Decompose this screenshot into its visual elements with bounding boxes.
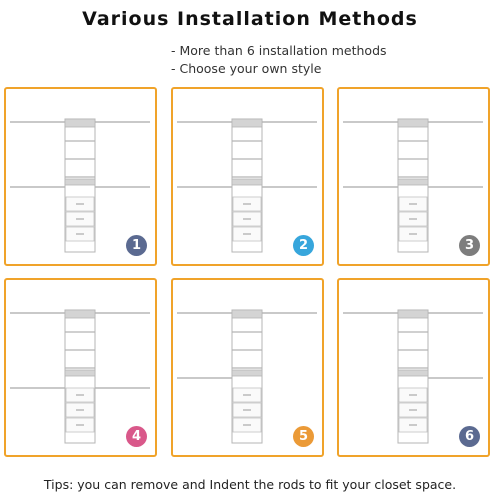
middle-shelf (64, 369, 96, 377)
closet-illustration (343, 118, 483, 253)
middle-shelf (64, 178, 96, 186)
middle-shelf (397, 178, 429, 186)
top-shelf (397, 118, 429, 128)
top-shelf (231, 309, 263, 319)
middle-shelf (397, 369, 429, 377)
installation-panel-6: 6 (337, 278, 490, 457)
number-badge: 6 (459, 426, 480, 447)
number-badge: 5 (293, 426, 314, 447)
number-badge: 4 (126, 426, 147, 447)
tips-text: Tips: you can remove and Indent the rods… (43, 477, 457, 492)
feature-item: - More than 6 installation methods (171, 43, 387, 58)
closet-illustration (177, 309, 317, 444)
installation-panel-5: 5 (171, 278, 324, 457)
page-title: Various Installation Methods (82, 8, 418, 30)
top-shelf (64, 309, 96, 319)
top-shelf (397, 309, 429, 319)
feature-list: - More than 6 installation methods - Cho… (171, 42, 387, 78)
number-badge: 1 (126, 235, 147, 256)
top-shelf (231, 118, 263, 128)
middle-shelf (231, 178, 263, 186)
closet-illustration (10, 309, 150, 444)
number-badge: 3 (459, 235, 480, 256)
installation-panel-2: 2 (171, 87, 324, 266)
feature-item: - Choose your own style (171, 61, 322, 76)
installation-panel-3: 3 (337, 87, 490, 266)
top-shelf (64, 118, 96, 128)
middle-shelf (231, 369, 263, 377)
closet-illustration (343, 309, 483, 444)
installation-panel-4: 4 (4, 278, 157, 457)
number-badge: 2 (293, 235, 314, 256)
installation-panel-1: 1 (4, 87, 157, 266)
closet-illustration (10, 118, 150, 253)
closet-illustration (177, 118, 317, 253)
